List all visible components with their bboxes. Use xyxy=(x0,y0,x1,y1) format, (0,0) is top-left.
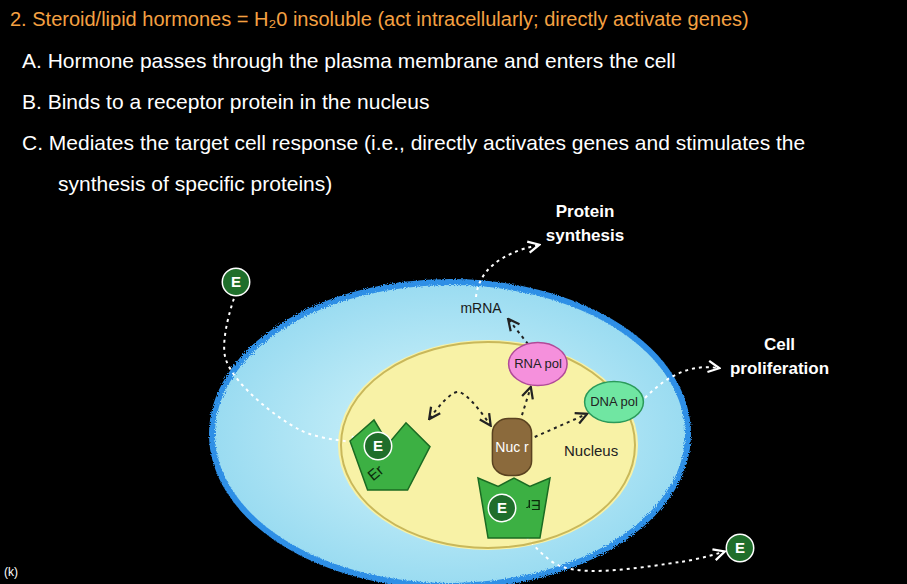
nucleus-fill xyxy=(338,340,638,550)
hormone-circle: E xyxy=(222,268,250,296)
enzyme-ellipse-path xyxy=(585,381,644,422)
node-text: E xyxy=(497,500,507,516)
node-text: RNA pol xyxy=(514,357,562,371)
cell-body xyxy=(212,282,688,584)
leader-line xyxy=(476,245,538,297)
step-text: C. Mediates the target cell response (i.… xyxy=(22,122,892,204)
panel-letter: (k) xyxy=(4,563,44,581)
node-text: DNA pol xyxy=(590,395,638,409)
leader-line xyxy=(509,320,528,344)
nucleus-path xyxy=(341,342,635,548)
receptor-shape-path xyxy=(478,478,550,538)
enzyme-ellipse-path xyxy=(509,342,568,385)
dotted-arrow xyxy=(535,414,586,437)
node-text: Er xyxy=(526,497,541,513)
step-text: B. Binds to a receptor protein in the nu… xyxy=(22,81,892,122)
process-label: Cell proliferation xyxy=(722,333,837,381)
hormone-circle: E xyxy=(488,494,516,522)
hormone-circle-path xyxy=(222,268,249,295)
dotted-arrow xyxy=(430,392,490,424)
leader-line xyxy=(645,367,718,398)
process-label: Protein synthesis xyxy=(530,200,640,248)
hormone-circle-path xyxy=(488,494,515,521)
node-text: E xyxy=(231,274,241,290)
nuclear-receptor: Nuc r xyxy=(492,418,532,476)
hormone-circle-path xyxy=(726,534,753,561)
slide-title: 2. Steroid/lipid hormones = H₂0 insolubl… xyxy=(10,6,900,32)
dotted-arrow xyxy=(514,520,723,571)
hormone-circle-path xyxy=(364,432,391,459)
dotted-arrow xyxy=(224,299,361,443)
node-text: E xyxy=(735,540,745,556)
nucleus: NucleusErENuc rErERNA polDNA pol xyxy=(338,340,638,550)
dotted-arrow xyxy=(522,388,530,415)
cell-membrane xyxy=(212,282,688,584)
enzyme-ellipse: DNA pol xyxy=(584,381,644,423)
enzyme-ellipse: RNA pol xyxy=(508,342,568,386)
hormone-circle: E xyxy=(364,432,392,460)
step-text: A. Hormone passes through the plasma mem… xyxy=(22,40,892,81)
nuclear-receptor-path xyxy=(492,419,531,476)
node-text: E xyxy=(373,438,383,454)
node-text: Nuc r xyxy=(495,440,528,455)
receptor-shape-path xyxy=(350,420,430,490)
molecule-label: mRNA xyxy=(455,299,507,317)
node-text: Nucleus xyxy=(564,443,618,459)
hormone-circle: E xyxy=(726,534,754,562)
